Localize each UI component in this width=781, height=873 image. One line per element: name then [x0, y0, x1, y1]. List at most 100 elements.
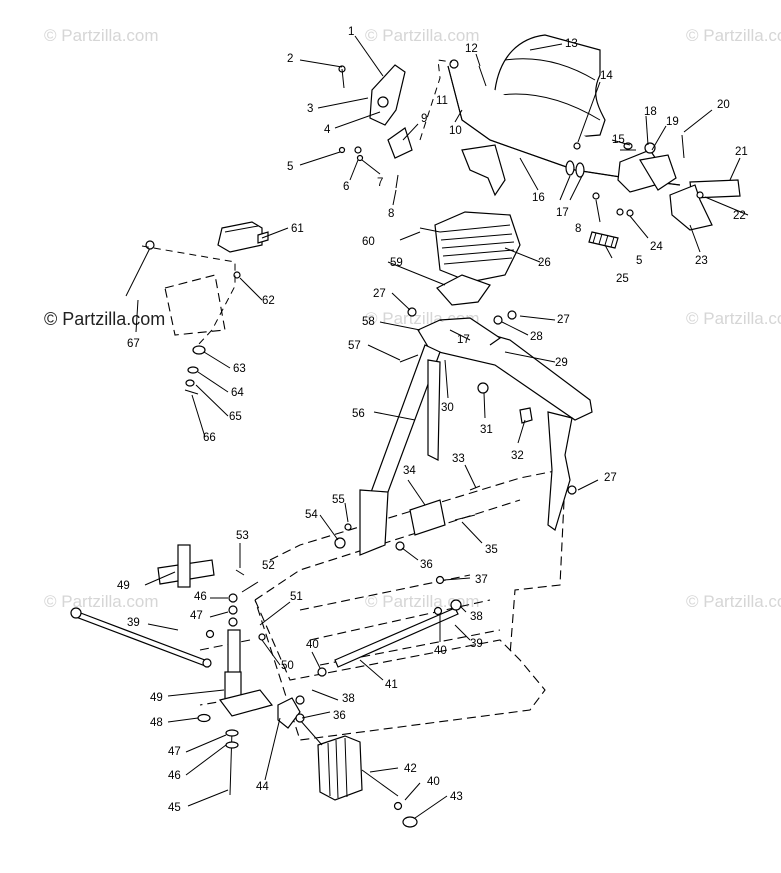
callout-14: 14 [600, 70, 613, 82]
callout-46: 46 [168, 770, 181, 782]
callout-36: 36 [333, 710, 346, 722]
callout-9: 9 [421, 113, 427, 125]
spindle-49-lower [218, 629, 274, 717]
callout-46: 46 [194, 591, 207, 603]
small-hardware-62-66 [184, 271, 241, 395]
callout-24: 24 [650, 241, 663, 253]
callout-49: 49 [117, 580, 130, 592]
callout-3: 3 [307, 103, 313, 115]
bracket-23 [669, 184, 713, 231]
callout-1: 1 [348, 26, 354, 38]
watermark-bottom-right: © Partzilla.com [686, 592, 781, 611]
callout-2: 2 [287, 53, 293, 65]
callout-66: 66 [203, 432, 216, 444]
callout-8: 8 [388, 208, 394, 220]
callout-27: 27 [373, 288, 386, 300]
callout-8: 8 [575, 223, 581, 235]
callout-21: 21 [735, 146, 748, 158]
callout-45: 45 [168, 802, 181, 814]
ski-spring-42 [299, 719, 418, 828]
callout-16: 16 [532, 192, 545, 204]
callout-50: 50 [281, 660, 294, 672]
callout-54: 54 [305, 509, 318, 521]
callout-40: 40 [306, 639, 319, 651]
callout-65: 65 [229, 411, 242, 423]
watermark-mid-left: © Partzilla.com [44, 309, 166, 329]
callout-63: 63 [233, 363, 246, 375]
callout-44: 44 [256, 781, 269, 793]
callout-41: 41 [385, 679, 398, 691]
watermark-top-left: © Partzilla.com [44, 26, 159, 45]
callout-43: 43 [450, 791, 463, 803]
callout-20: 20 [717, 99, 730, 111]
callout-47: 47 [190, 610, 203, 622]
callout-4: 4 [324, 124, 331, 136]
riser-block-16 [461, 144, 506, 197]
misc-fasteners [205, 65, 704, 723]
callout-52: 52 [262, 560, 275, 572]
callout-34: 34 [403, 465, 416, 477]
spindle-49-upper [157, 544, 215, 588]
callout-17: 17 [457, 334, 470, 346]
callout-62: 62 [262, 295, 275, 307]
callout-39: 39 [127, 617, 140, 629]
watermark-mid-right: © Partzilla.com [686, 309, 781, 328]
switch-housing-18-19 [617, 142, 677, 193]
callout-58: 58 [362, 316, 375, 328]
callout-38: 38 [470, 611, 483, 623]
callout-40: 40 [434, 645, 447, 657]
callout-61: 61 [291, 223, 304, 235]
callout-57: 57 [348, 340, 361, 352]
callout-17: 17 [556, 207, 569, 219]
callout-35: 35 [485, 544, 498, 556]
callout-40: 40 [427, 776, 440, 788]
callout-33: 33 [452, 453, 465, 465]
callout-18: 18 [644, 106, 657, 118]
callout-29: 29 [555, 357, 568, 369]
callout-30: 30 [441, 402, 454, 414]
callout-5: 5 [636, 255, 642, 267]
callout-55: 55 [332, 494, 345, 506]
callout-39: 39 [470, 638, 483, 650]
instrument-box-61 [217, 221, 269, 253]
callout-64: 64 [231, 387, 244, 399]
cable-67 [125, 240, 155, 297]
clamp-59 [436, 274, 491, 306]
callout-26: 26 [538, 257, 551, 269]
callout-19: 19 [666, 116, 679, 128]
callout-59: 59 [390, 257, 403, 269]
callout-28: 28 [530, 331, 543, 343]
callout-25: 25 [616, 273, 629, 285]
callout-31: 31 [480, 424, 493, 436]
drag-link-41 [334, 599, 462, 668]
callout-49: 49 [150, 692, 163, 704]
spring-25 [588, 231, 619, 249]
watermark-top-center: © Partzilla.com [365, 26, 480, 45]
bracket-34 [409, 499, 446, 536]
callout-48: 48 [150, 717, 163, 729]
callout-51: 51 [290, 591, 303, 603]
ski-saddle-44 [277, 697, 301, 729]
callout-23: 23 [695, 255, 708, 267]
callout-22: 22 [733, 210, 746, 222]
leader-lines [135, 35, 749, 819]
callout-27: 27 [557, 314, 570, 326]
callout-12: 12 [465, 43, 478, 55]
callout-7: 7 [377, 177, 383, 189]
callout-60: 60 [362, 236, 375, 248]
steering-arm-56 [359, 344, 441, 556]
watermark-bottom-left: © Partzilla.com [44, 592, 159, 611]
callout-36: 36 [420, 559, 433, 571]
callout-37: 37 [475, 574, 488, 586]
callout-15: 15 [612, 134, 625, 146]
callout-5: 5 [287, 161, 293, 173]
callout-56: 56 [352, 408, 365, 420]
watermark-top-right: © Partzilla.com [686, 26, 781, 45]
callout-38: 38 [342, 693, 355, 705]
callout-labels: 1 2 3 4 5 5 6 7 8 8 9 10 11 12 13 14 15 … [117, 26, 748, 814]
callout-53: 53 [236, 530, 249, 542]
engine-cylinder-26 [434, 211, 521, 283]
callout-42: 42 [404, 763, 417, 775]
